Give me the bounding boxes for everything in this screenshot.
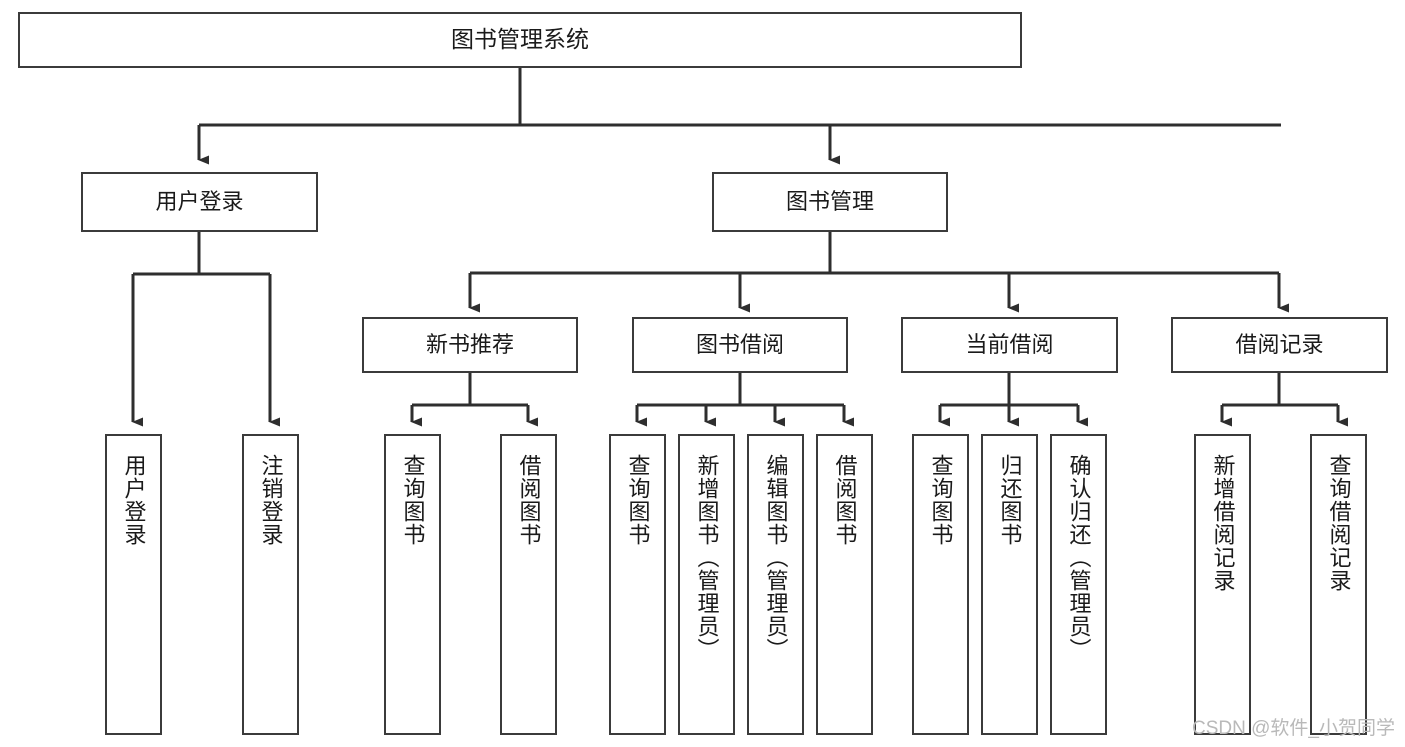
node-borrow-record-label: 借阅记录 <box>1235 332 1324 358</box>
node-new-book-recommend-label: 新书推荐 <box>425 332 514 358</box>
leaf-book-borrow-query[interactable]: 查询图书 <box>609 434 666 735</box>
leaf-label: 查询图书 <box>625 454 651 546</box>
csdn-watermark: CSDN @软件_小贺同学 <box>1192 718 1395 739</box>
leaf-label: 借阅图书 <box>832 454 858 546</box>
leaf-label: 用户登录 <box>121 454 147 546</box>
leaf-new-book-query[interactable]: 查询图书 <box>384 434 441 735</box>
leaf-label: 查询借阅记录 <box>1326 454 1352 592</box>
node-book-manage[interactable]: 图书管理 <box>712 172 948 232</box>
leaf-current-borrow-query[interactable]: 查询图书 <box>912 434 969 735</box>
leaf-borrow-record-query[interactable]: 查询借阅记录 <box>1310 434 1367 735</box>
leaf-label: 注销登录 <box>258 454 284 546</box>
leaf-book-borrow-add[interactable]: 新增图书（管理员） <box>678 434 735 735</box>
leaf-book-borrow-borrow[interactable]: 借阅图书 <box>816 434 873 735</box>
node-user-login-label: 用户登录 <box>155 189 244 215</box>
leaf-label: 查询图书 <box>928 454 954 546</box>
node-book-borrow[interactable]: 图书借阅 <box>632 317 848 373</box>
leaf-label: 编辑图书（管理员） <box>763 454 789 661</box>
leaf-label: 归还图书 <box>997 454 1023 546</box>
leaf-label: 新增借阅记录 <box>1210 454 1236 592</box>
node-borrow-record[interactable]: 借阅记录 <box>1171 317 1388 373</box>
leaf-current-borrow-return[interactable]: 归还图书 <box>981 434 1038 735</box>
node-root[interactable]: 图书管理系统 <box>18 12 1022 68</box>
leaf-new-book-borrow[interactable]: 借阅图书 <box>500 434 557 735</box>
node-current-borrow-label: 当前借阅 <box>965 332 1054 358</box>
leaf-label: 确认归还（管理员） <box>1066 454 1092 661</box>
node-book-borrow-label: 图书借阅 <box>695 332 784 358</box>
leaf-current-borrow-confirm[interactable]: 确认归还（管理员） <box>1050 434 1107 735</box>
leaf-user-login-signin[interactable]: 用户登录 <box>105 434 162 735</box>
leaf-label: 借阅图书 <box>516 454 542 546</box>
leaf-borrow-record-add[interactable]: 新增借阅记录 <box>1194 434 1251 735</box>
node-root-label: 图书管理系统 <box>451 26 589 53</box>
leaf-label: 新增图书（管理员） <box>694 454 720 661</box>
node-book-manage-label: 图书管理 <box>785 189 874 215</box>
node-new-book-recommend[interactable]: 新书推荐 <box>362 317 578 373</box>
node-current-borrow[interactable]: 当前借阅 <box>901 317 1118 373</box>
node-user-login[interactable]: 用户登录 <box>81 172 318 232</box>
leaf-label: 查询图书 <box>400 454 426 546</box>
leaf-user-login-signout[interactable]: 注销登录 <box>242 434 299 735</box>
leaf-book-borrow-edit[interactable]: 编辑图书（管理员） <box>747 434 804 735</box>
